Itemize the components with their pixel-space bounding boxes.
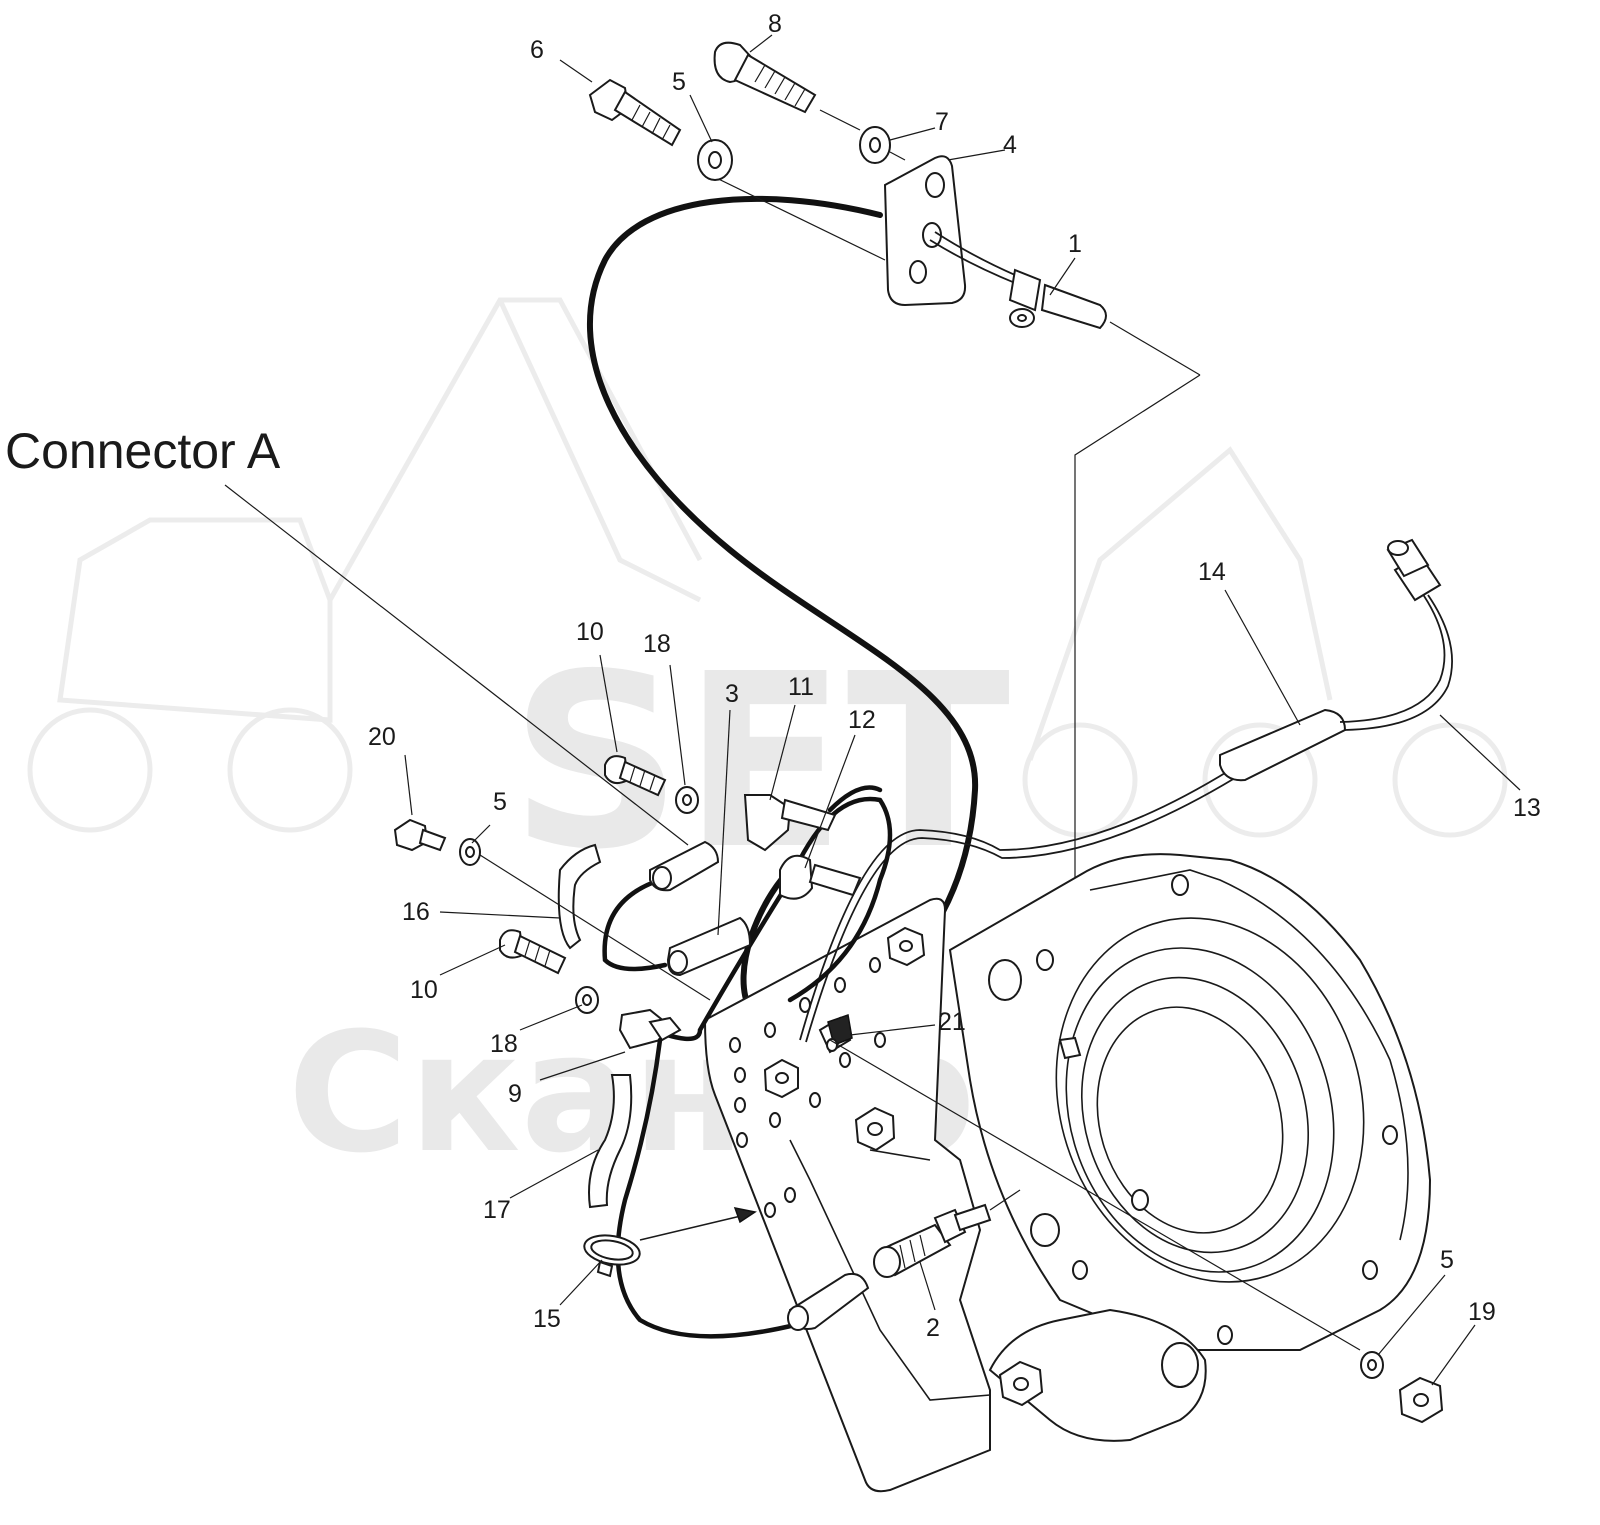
- callout-18-upper: 18: [643, 630, 671, 658]
- bolt-6: [588, 78, 682, 147]
- plate-nut-mid: [763, 1058, 799, 1099]
- clamp-arrow-line: [639, 1214, 746, 1241]
- callout-12: 12: [848, 706, 876, 734]
- connector-a-leader: [224, 484, 689, 846]
- mounting-plate: [703, 897, 991, 1493]
- hose-17: [588, 1074, 633, 1209]
- callout-9: 9: [508, 1080, 522, 1108]
- hose-clamp-15: [583, 1234, 641, 1278]
- washer-5-left: [459, 838, 481, 866]
- callout-20: 20: [368, 723, 396, 751]
- callout-5-top: 5: [672, 68, 686, 96]
- bolt-20: [393, 818, 447, 852]
- plate-nut-upper: [886, 926, 926, 967]
- connector-assembly: [602, 785, 893, 1050]
- hose-16: [557, 843, 602, 950]
- watermark-tractor-left: [27, 297, 703, 833]
- washer-18-upper: [675, 786, 699, 814]
- callout-8: 8: [768, 10, 782, 38]
- speed-sensor: [929, 231, 1201, 880]
- callout-5-left: 5: [493, 788, 507, 816]
- callout-11: 11: [788, 673, 814, 701]
- plate-nut-lower: [854, 1106, 896, 1152]
- callout-7: 7: [935, 108, 949, 136]
- callout-18-lower: 18: [490, 1030, 518, 1058]
- lower-connector: [787, 1272, 870, 1331]
- bolt-10-upper: [604, 755, 667, 797]
- bolt-8: [713, 41, 817, 114]
- callout-6: 6: [530, 36, 544, 64]
- callout-2: 2: [926, 1314, 940, 1342]
- callout-10-upper: 10: [576, 618, 604, 646]
- watermark-tractor-right: [1022, 446, 1508, 838]
- bracket-assembly-line: [699, 169, 886, 261]
- callout-14: 14: [1198, 558, 1226, 586]
- callout-leaders: [404, 34, 1521, 1386]
- sensor-assembly-line: [1109, 321, 1201, 376]
- washer-7: [859, 126, 891, 164]
- lower-cable: [615, 1037, 798, 1339]
- clamp-arrow-head: [733, 1207, 757, 1224]
- callout-4: 4: [1003, 131, 1017, 159]
- axle-housing: [948, 853, 1432, 1351]
- callout-numbers: 8 6 5 7 4 1 10 18 3 11 12 14 13 20 5 16 …: [368, 10, 1541, 1342]
- callout-16: 16: [402, 898, 430, 926]
- connector-a-label: Connector A: [5, 423, 281, 479]
- harness-13: [799, 538, 1453, 1043]
- callout-17: 17: [483, 1196, 511, 1224]
- brake-lever: [988, 1308, 1207, 1442]
- plate-clip-21: [818, 1013, 853, 1054]
- plate-holes: [729, 957, 886, 1218]
- callout-21: 21: [938, 1008, 966, 1036]
- callout-13: 13: [1513, 794, 1541, 822]
- washer-5-bottom: [1360, 1351, 1384, 1379]
- callout-3: 3: [725, 680, 739, 708]
- callout-1: 1: [1068, 230, 1082, 258]
- washer-5-top: [697, 139, 733, 181]
- callout-10-lower: 10: [410, 976, 438, 1004]
- callout-19: 19: [1468, 1298, 1496, 1326]
- washer-18-lower: [575, 986, 599, 1014]
- sensor-2: [873, 1189, 1021, 1278]
- bolt-10-lower: [499, 929, 567, 975]
- nut-19: [1398, 1376, 1444, 1424]
- sensor-bracket: [699, 155, 967, 307]
- callout-5-bottom: 5: [1440, 1246, 1454, 1274]
- callout-15: 15: [533, 1305, 561, 1333]
